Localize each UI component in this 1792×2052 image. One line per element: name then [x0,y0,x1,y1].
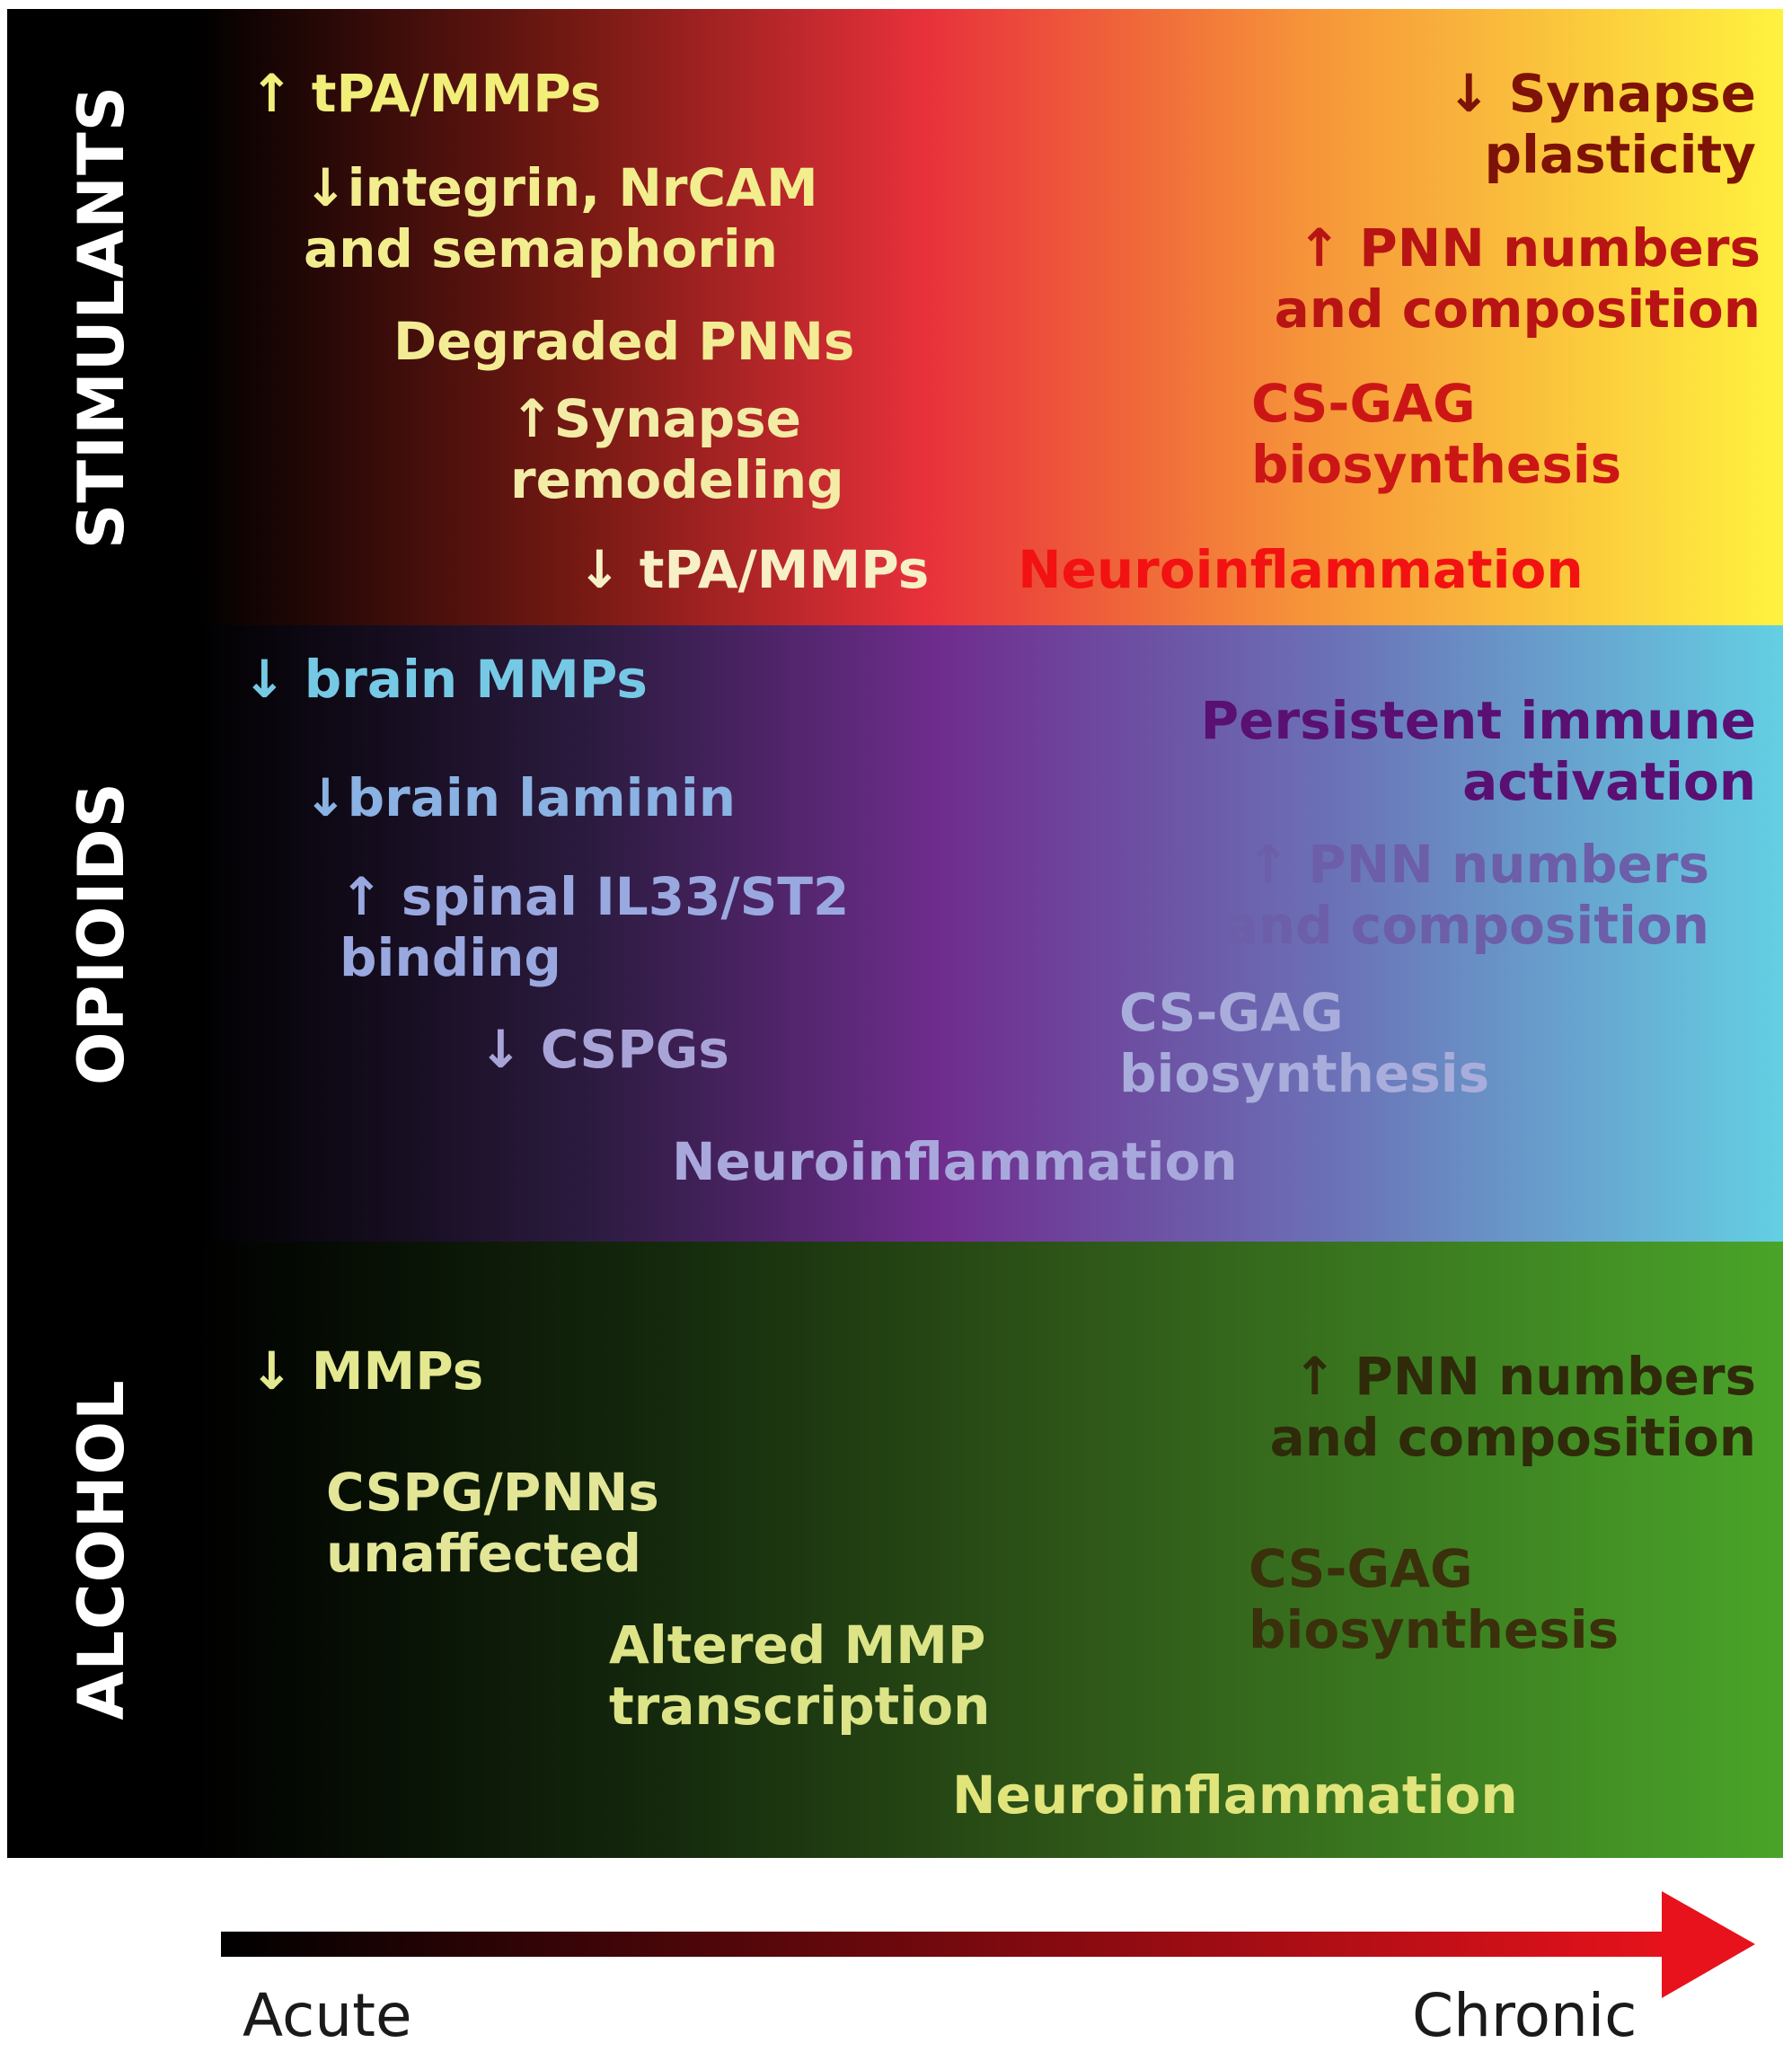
opi-pnn-numbers: ↑ PNN numbers and composition [1223,834,1709,956]
opi-spinal-il33: ↑ spinal IL33/ST2 binding [340,866,850,988]
alcohol-gradient [196,1242,1783,1858]
stim-synapse-plasticity: ↓ Synapse plasticity [1446,63,1756,185]
stimulants-label: STIMULANTS [65,84,138,550]
stim-neuroinflammation: Neuroinflammation [1018,539,1584,600]
acute-to-chronic-arrow [221,1891,1755,1998]
stim-up-tpa-mmps: ↑ tPA/MMPs [250,63,602,124]
stimulants-gradient [196,9,1783,625]
alc-neuroinflammation: Neuroinflammation [952,1765,1518,1826]
alc-mmps: ↓ MMPs [250,1340,484,1402]
alcohol-label: ALCOHOL [65,1379,138,1720]
stim-degraded-pnns: Degraded PNNs [393,311,855,372]
stim-cs-gag: CS-GAG biosynthesis [1251,373,1622,495]
alc-cspg-unaffected: CSPG/PNNs unaffected [326,1462,659,1584]
alcohol-label-column: ALCOHOL [7,1242,196,1858]
stimulants-panel: STIMULANTS ↑ tPA/MMPs ↓integrin, NrCAM a… [7,9,1783,625]
stim-pnn-numbers: ↑ PNN numbers and composition [1274,217,1761,340]
alc-pnn-numbers: ↑ PNN numbers and composition [1269,1346,1756,1468]
axis-acute-label: Acute [243,1981,412,2050]
arrow-shaft [221,1932,1676,1957]
opioids-label-column: OPIOIDS [7,625,196,1242]
stim-integrin-nrcam: ↓integrin, NrCAM and semaphorin [304,157,818,279]
axis-chronic-label: Chronic [1412,1981,1638,2050]
alc-cs-gag: CS-GAG biosynthesis [1249,1538,1620,1660]
opi-persistent-immune: Persistent immune activation [1200,690,1756,812]
stim-down-tpa-mmps: ↓ tPA/MMPs [578,539,930,600]
opioids-panel: OPIOIDS ↓ brain MMPs ↓brain laminin ↑ sp… [7,625,1783,1242]
opi-cspgs: ↓ CSPGs [479,1019,729,1080]
opi-brain-laminin: ↓brain laminin [304,767,737,828]
opioids-gradient [196,625,1783,1242]
alcohol-panel: ALCOHOL ↓ MMPs CSPG/PNNs unaffected Alte… [7,1242,1783,1858]
opi-neuroinflammation: Neuroinflammation [672,1131,1238,1192]
stim-synapse-remodeling: ↑Synapse remodeling [510,388,844,510]
alc-altered-mmp: Altered MMP transcription [609,1614,991,1737]
arrow-head [1662,1891,1755,1998]
stimulants-label-column: STIMULANTS [7,9,196,625]
opioids-label: OPIOIDS [65,782,138,1085]
opi-cs-gag: CS-GAG biosynthesis [1119,982,1490,1104]
opi-brain-mmps: ↓ brain MMPs [243,649,648,710]
